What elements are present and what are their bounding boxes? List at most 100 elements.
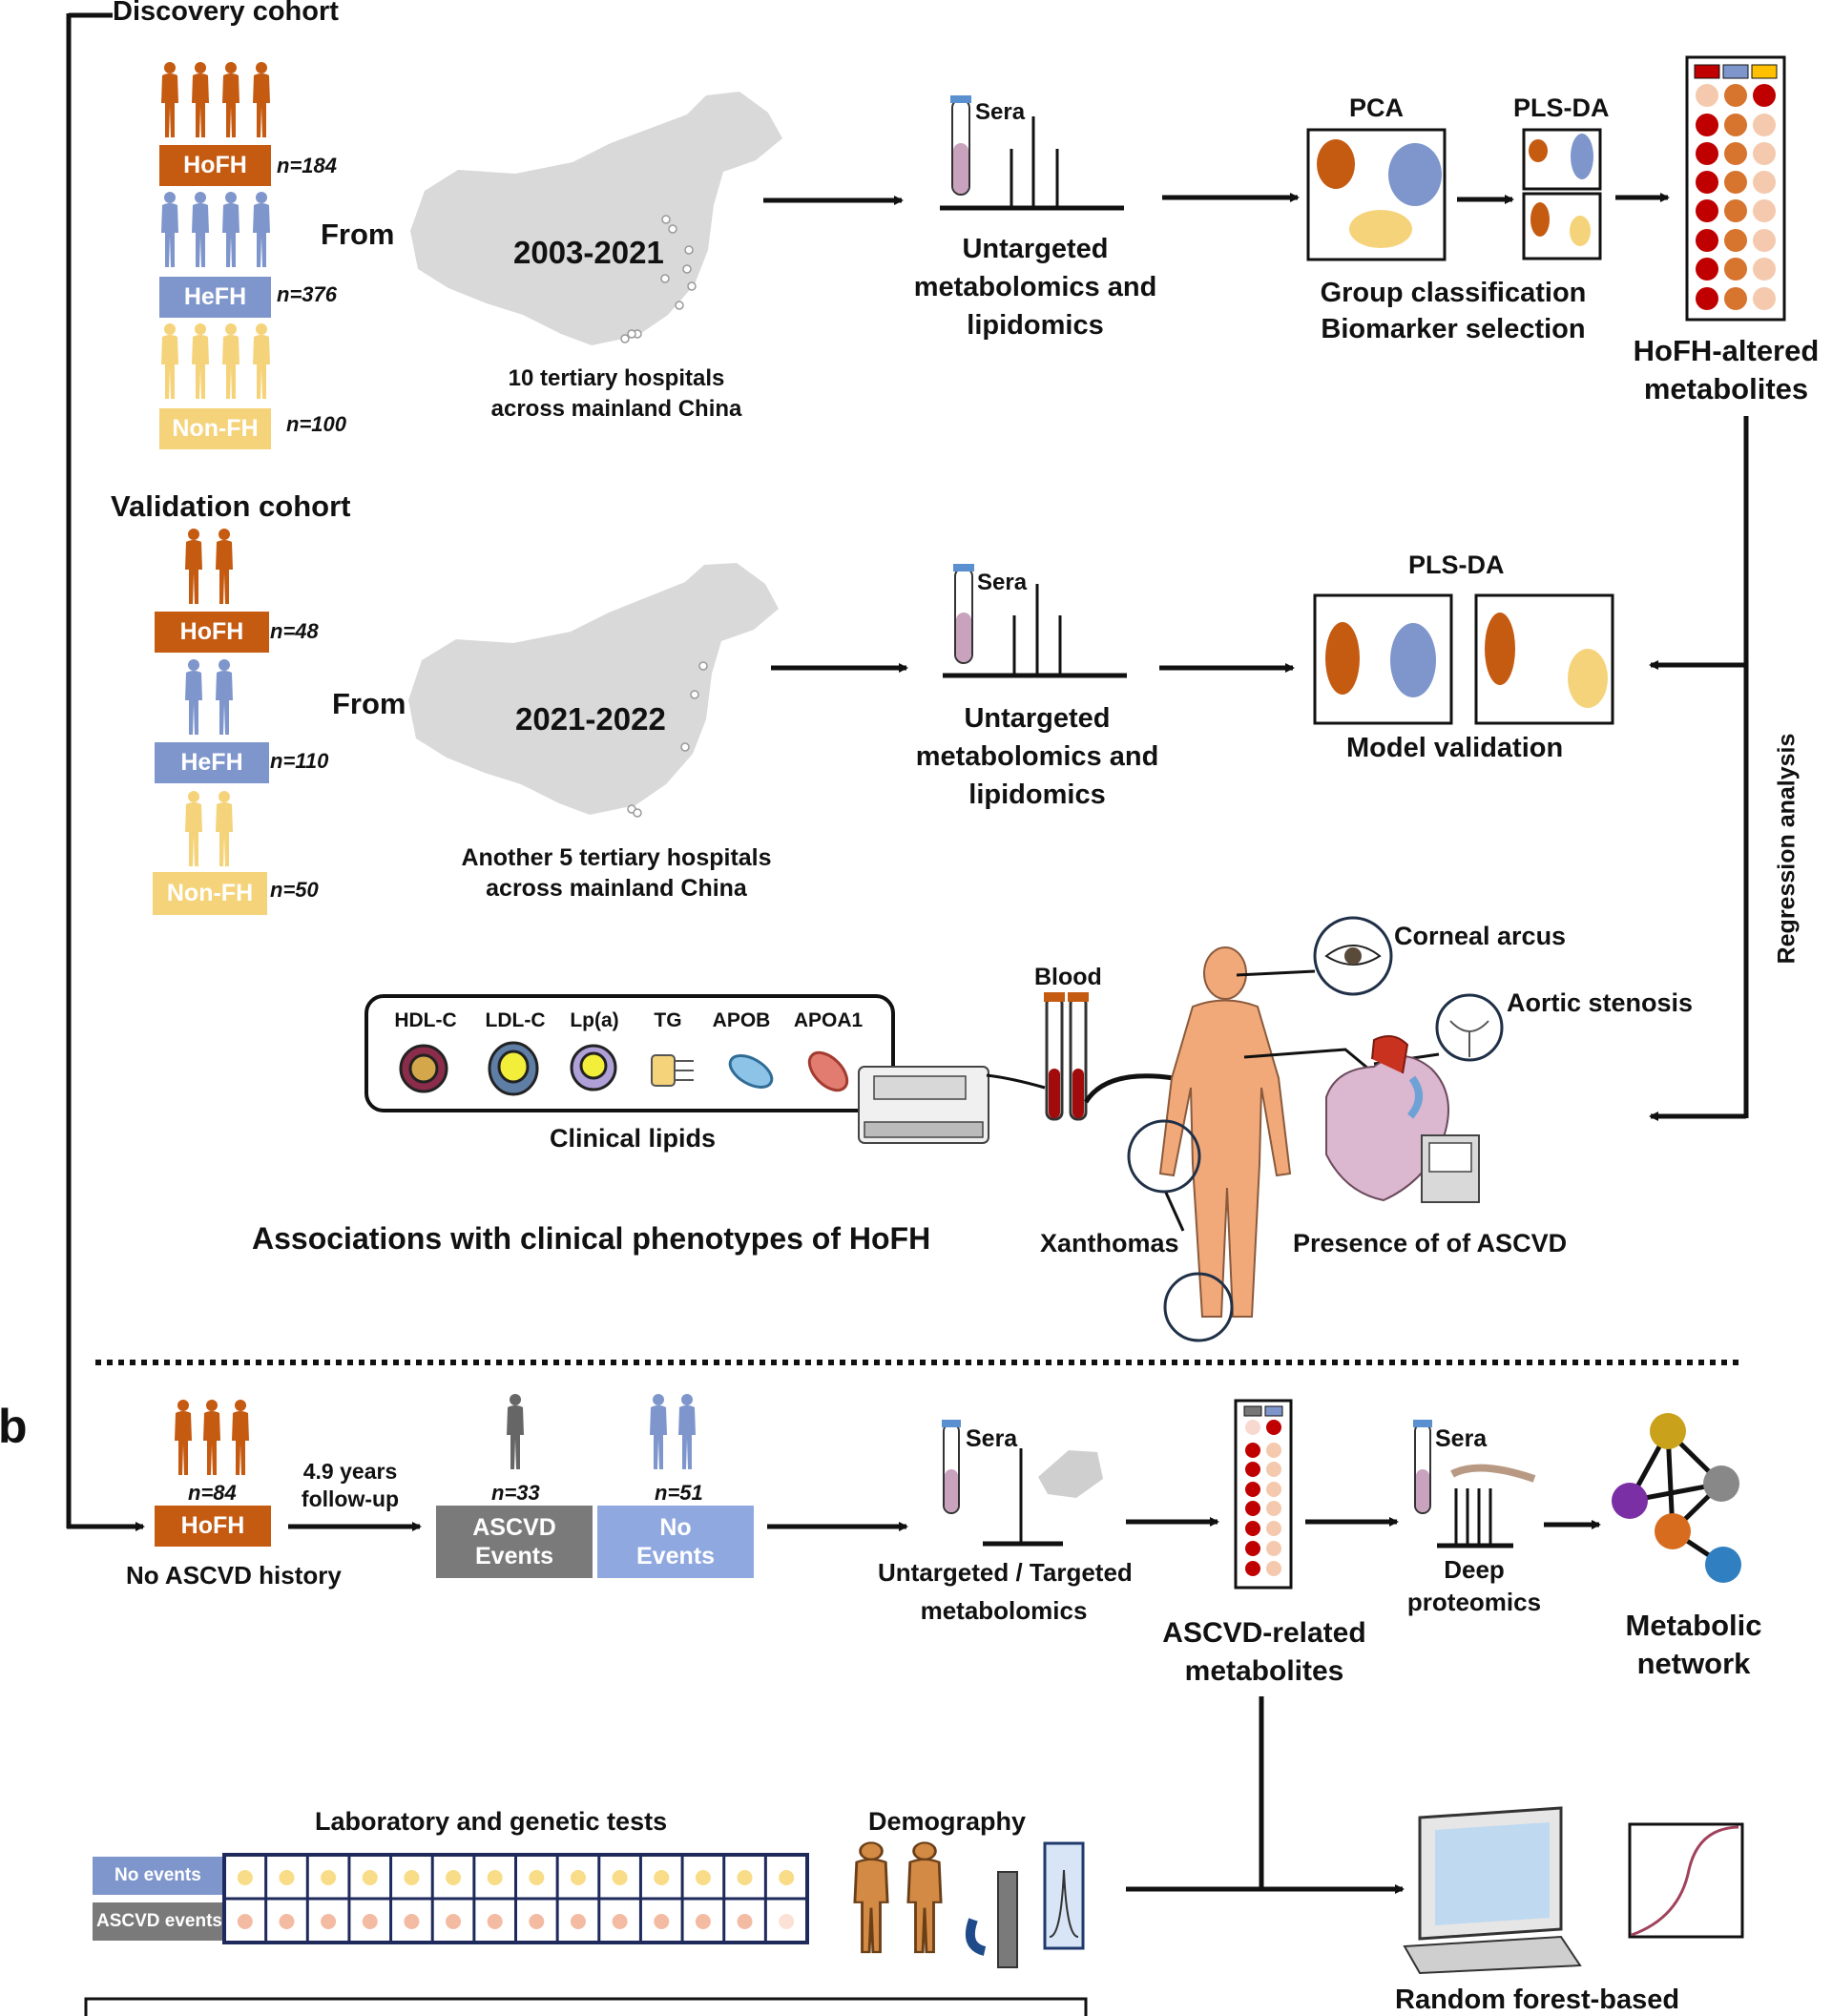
heart-illustration — [1325, 1035, 1480, 1203]
grid-dot-ascvd-events — [321, 1914, 337, 1929]
events-n: n=33 — [491, 1481, 540, 1505]
grid-dot-no-events — [654, 1870, 670, 1885]
lipid-apoa1: APOA1 — [793, 1009, 864, 1031]
grid-dot-ascvd-events — [237, 1914, 253, 1929]
grid-dot-ascvd-events — [779, 1914, 795, 1929]
pca-plot — [1306, 128, 1447, 261]
grid-dot-no-events — [362, 1870, 378, 1885]
map-dots-discovery — [620, 215, 697, 343]
discovery-hofh-n: n=184 — [277, 154, 337, 177]
xanthomas-label: Xanthomas — [1040, 1229, 1179, 1257]
regression-bracket — [1649, 416, 1749, 1121]
corneal-arcus-label: Corneal arcus — [1394, 922, 1567, 950]
laptop-icon — [1403, 1806, 1582, 1975]
metabolic-network-graph — [1612, 1413, 1741, 1583]
model-validation-label: Model validation — [1346, 733, 1564, 763]
spectrum-2 — [943, 584, 1127, 678]
grid-dot-no-events — [237, 1870, 253, 1885]
hofh-altered-heatmap — [1685, 55, 1786, 322]
grid-dot-no-events — [446, 1870, 462, 1885]
b-hofh-n: n=84 — [188, 1481, 237, 1505]
panel-b-letter: b — [0, 1400, 28, 1453]
grid-dot-ascvd-events — [529, 1914, 545, 1929]
blood-label: Blood — [1034, 964, 1102, 990]
ascvd-related-heatmap — [1234, 1399, 1293, 1590]
grid-dot-no-events — [321, 1870, 337, 1885]
grid-dot-ascvd-events — [737, 1914, 753, 1929]
grid-dot-no-events — [612, 1870, 628, 1885]
sera-tube-4 — [1413, 1420, 1432, 1514]
ascvd-presence-label: Presence of of ASCVD — [1293, 1229, 1568, 1257]
demography-figures — [853, 1841, 1085, 1968]
grid-dot-no-events — [404, 1870, 420, 1885]
validation-plsda-label: PLS-DA — [1408, 551, 1505, 579]
validation-hefh-badge: HeFH — [155, 742, 269, 783]
grid-dot-no-events — [487, 1870, 503, 1885]
grid-dot-ascvd-events — [446, 1914, 462, 1929]
grid-dot-no-events — [737, 1870, 753, 1885]
validation-sera-label: Sera — [977, 570, 1028, 595]
aortic-stenosis-label: Aortic stenosis — [1507, 988, 1694, 1017]
china-map-validation — [408, 563, 779, 815]
discovery-hefh-n: n=376 — [277, 282, 337, 306]
grid-dot-no-events — [529, 1870, 545, 1885]
row-no-events-label: No events — [114, 1865, 201, 1885]
clinical-lipids-label: Clinical lipids — [550, 1124, 717, 1153]
analyzer-machine — [858, 1066, 989, 1144]
plsda-plot-small — [1522, 128, 1602, 260]
discovery-hofh-people — [161, 62, 270, 137]
b-sera-label-1: Sera — [966, 1425, 1018, 1452]
lipid-ldl: LDL-C — [485, 1009, 546, 1031]
no-ascvd-history-label: No ASCVD history — [126, 1561, 342, 1590]
targeted-spectrum — [983, 1448, 1103, 1547]
row-ascvd-events-label: ASCVD events — [96, 1911, 222, 1931]
lipid-hdl: HDL-C — [394, 1009, 457, 1031]
grid-dot-ascvd-events — [362, 1914, 378, 1929]
demography-label: Demography — [868, 1807, 1027, 1836]
discovery-hofh-badge: HoFH — [159, 145, 271, 186]
b-noevents-people — [650, 1394, 696, 1469]
grid-dot-ascvd-events — [487, 1914, 503, 1929]
grid-dot-no-events — [779, 1870, 795, 1885]
pca-label: PCA — [1349, 94, 1405, 122]
validation-hofh-badge: HoFH — [155, 612, 269, 653]
grid-dot-ascvd-events — [404, 1914, 420, 1929]
validation-nonfh-n: n=50 — [270, 878, 319, 902]
china-map-discovery — [410, 92, 782, 345]
validation-from: From — [332, 687, 406, 720]
discovery-plsda-label: PLS-DA — [1513, 94, 1610, 122]
eye-icon — [1324, 945, 1382, 966]
clinical-lipids-box — [364, 994, 895, 1112]
discovery-hefh-badge: HeFH — [159, 277, 271, 318]
lab-tests-grid — [93, 1853, 809, 1944]
grid-dot-no-events — [570, 1870, 586, 1885]
bottom-box-edge — [84, 1997, 1088, 2016]
random-forest-label: Random forest-based — [1395, 1985, 1680, 2015]
b-sera-label-2: Sera — [1435, 1425, 1488, 1452]
validation-hofh-n: n=48 — [270, 619, 319, 643]
proteomics-spectrum — [1437, 1464, 1536, 1548]
lipid-apob: APOB — [712, 1009, 771, 1031]
validation-years: 2021-2022 — [515, 701, 666, 737]
discovery-hefh-people — [161, 192, 270, 267]
discovery-years: 2003-2021 — [513, 235, 664, 270]
grid-dot-ascvd-events — [612, 1914, 628, 1929]
discovery-nonfh-people — [161, 323, 270, 399]
sera-tube-1 — [950, 95, 971, 196]
human-body — [1158, 946, 1292, 1318]
discovery-sera-label: Sera — [975, 99, 1026, 125]
lab-tests-label: Laboratory and genetic tests — [315, 1807, 668, 1836]
discovery-nonfh-badge: Non-FH — [159, 408, 271, 449]
blood-tubes — [1044, 992, 1089, 1121]
